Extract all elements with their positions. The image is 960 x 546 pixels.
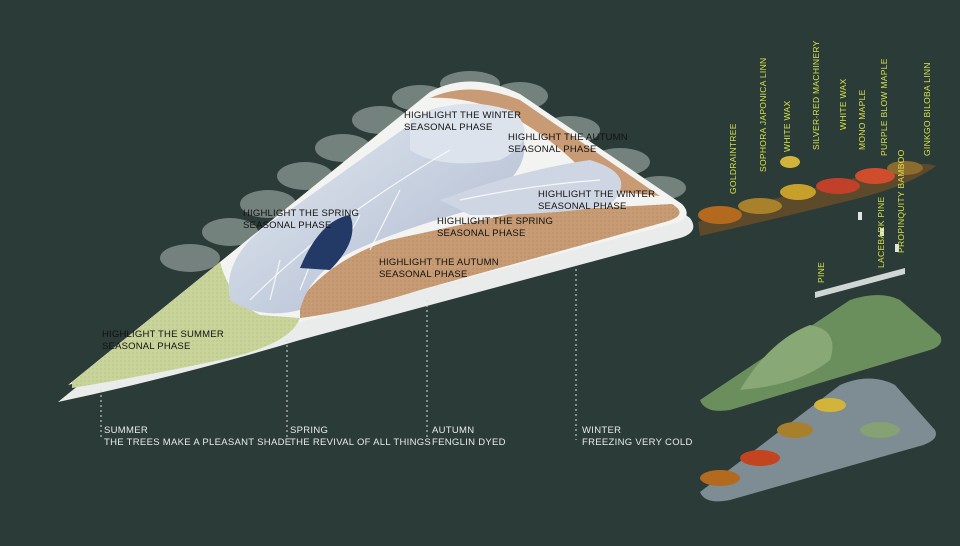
species-label: PROPINQUITY BAMBOO xyxy=(896,149,906,253)
species-label: GOLDRAINTREE xyxy=(728,123,738,194)
species-strip xyxy=(698,156,936,236)
bamboo-marks xyxy=(858,212,899,252)
species-label: SILVER-RED MACHINERY xyxy=(811,40,821,150)
combined-layer-plate xyxy=(700,378,936,502)
species-label: WHITE WAX xyxy=(838,78,848,131)
combined-layer-trees xyxy=(700,398,900,486)
species-label: WHITE WAX xyxy=(782,100,792,153)
glass-canopy-north xyxy=(410,103,525,164)
species-label: SOPHORA JAPONICA LINN xyxy=(758,57,768,172)
species-label: LACEBARK PINE xyxy=(876,196,886,268)
green-layer-detail xyxy=(740,325,833,390)
pine-row xyxy=(815,268,905,298)
season-leader-lines xyxy=(100,264,577,440)
autumn-zone-texture xyxy=(300,204,680,318)
spring-cave xyxy=(300,215,353,270)
species-label: GINKGO BILOBA LINN xyxy=(922,62,932,156)
species-label: PINE xyxy=(816,261,826,283)
species-label: MONO MAPLE xyxy=(857,89,867,150)
species-label: PURPLE BLOW MAPLE xyxy=(879,58,889,156)
summer-zone-texture xyxy=(72,262,300,388)
